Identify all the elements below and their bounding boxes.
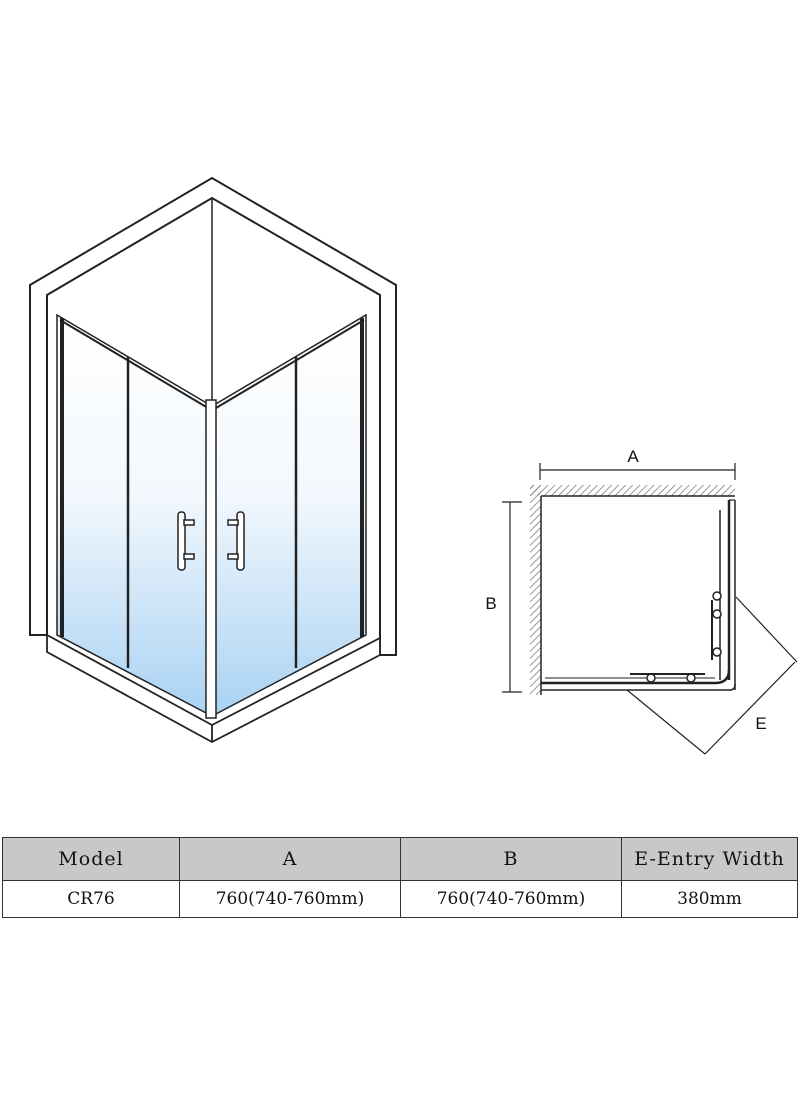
- right-door-handle: [227, 511, 245, 571]
- dimension-a: [539, 463, 736, 480]
- dimension-e: [626, 596, 798, 755]
- table-header-row: Model A B E-Entry Width: [2, 837, 798, 881]
- dimension-e-label: E: [755, 714, 766, 733]
- side-wall-hatch: [530, 485, 541, 695]
- cell-b: 760(740-760mm): [400, 880, 622, 918]
- header-e-entry-width: E-Entry Width: [621, 837, 798, 881]
- back-wall-hatch: [530, 485, 735, 496]
- dimension-b-label: B: [485, 594, 496, 613]
- cell-a: 760(740-760mm): [179, 880, 401, 918]
- header-model: Model: [2, 837, 180, 881]
- enclosure-outline: [541, 499, 736, 691]
- left-door-handle: [177, 511, 195, 571]
- shower-tray: [46, 633, 381, 744]
- dimension-b: [502, 501, 522, 693]
- cell-model: CR76: [2, 880, 180, 918]
- roller-fittings: [630, 591, 722, 683]
- corner-post: [205, 399, 217, 719]
- header-a: A: [179, 837, 401, 881]
- cell-e-entry-width: 380mm: [621, 880, 798, 918]
- shower-enclosure-3d-illustration: [29, 176, 397, 744]
- header-b: B: [400, 837, 622, 881]
- wall-outline: [29, 176, 397, 656]
- dimension-a-label: A: [627, 447, 639, 466]
- left-glass-panel: [56, 313, 211, 717]
- plan-view-diagram: A B E: [485, 447, 798, 755]
- table-row: CR76 760(740-760mm) 760(740-760mm) 380mm: [2, 880, 798, 918]
- specification-table: Model A B E-Entry Width CR76 760(740-760…: [2, 837, 798, 918]
